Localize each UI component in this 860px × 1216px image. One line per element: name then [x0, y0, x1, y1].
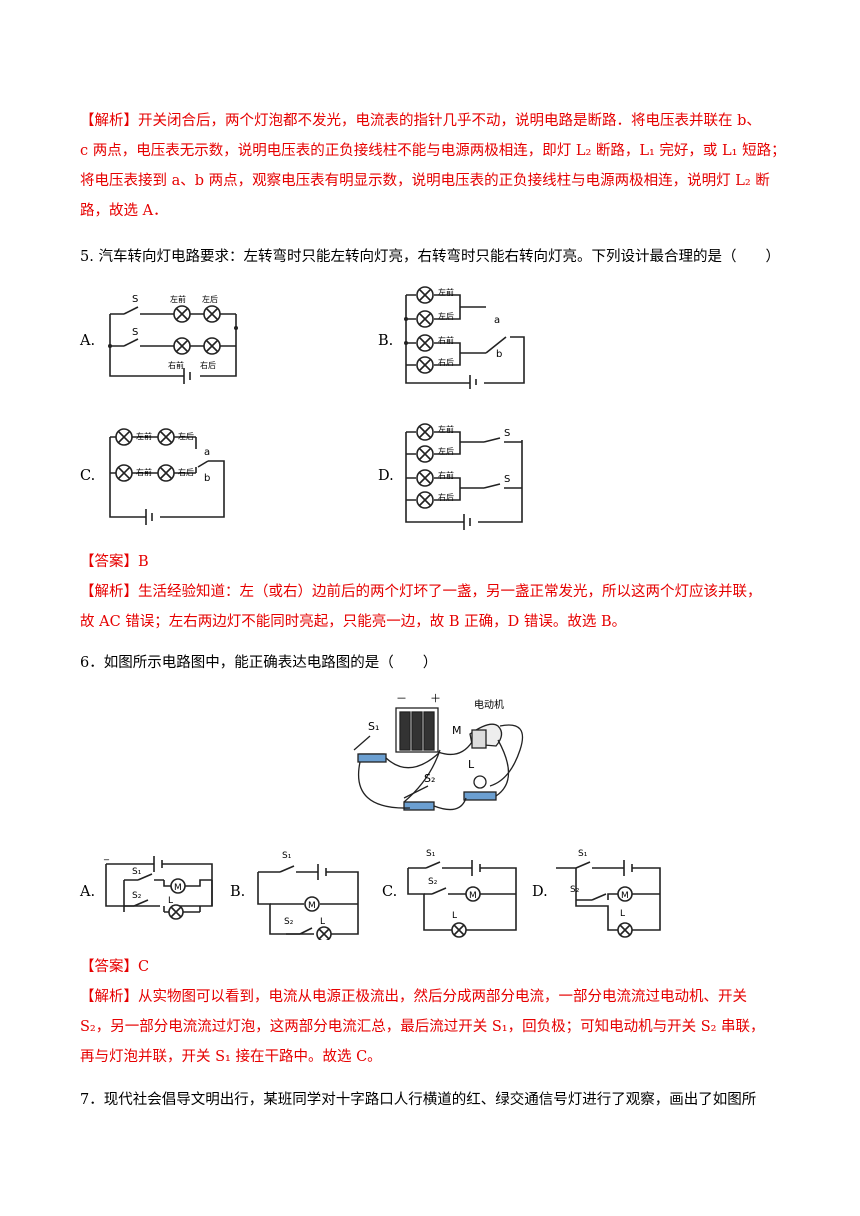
lamp-label: 右后: [438, 492, 454, 502]
contact-label: a: [204, 447, 210, 458]
s2-label: S₂: [132, 891, 142, 901]
battery-plus-label: ＋: [430, 692, 441, 705]
lamp-label: 右前: [136, 467, 152, 477]
lamp-label: 左后: [202, 294, 218, 304]
l-label: L: [452, 911, 457, 921]
q4-analysis-line: 【解析】开关闭合后，两个灯泡都不发光，电流表的指针几乎不动，说明电路是断路．将电…: [80, 113, 761, 129]
s1-label: S₁: [132, 867, 142, 877]
lamp-label: 左后: [438, 446, 454, 456]
lamp-label: 右后: [438, 357, 454, 367]
lamp-label: 左后: [438, 311, 454, 321]
lamp-label: 左前: [438, 424, 454, 434]
lamp-label: 右前: [438, 335, 454, 345]
q5-option-a-label: A.: [80, 333, 96, 349]
minus-mark: _: [103, 850, 110, 861]
q4-analysis-line: c 两点，电压表无示数，说明电压表的正负接线柱不能与电源两极相连，即灯 L₂ 断…: [80, 143, 786, 159]
q6-analysis-line: 【解析】从实物图可以看到，电流从电源正极流出，然后分成两部分电流，一部分电流流过…: [80, 989, 747, 1005]
lamp-label: 左后: [178, 431, 194, 441]
lamp-label: 右后: [200, 360, 216, 370]
q6-option-d-label: D.: [532, 884, 548, 900]
l-label: L: [620, 909, 625, 919]
lamp-label: 左前: [136, 431, 152, 441]
q5-answer: 【答案】B: [80, 554, 149, 570]
battery-minus-label: －: [396, 692, 407, 705]
l-label: L: [468, 758, 475, 771]
q5-option-b-label: B.: [378, 333, 394, 349]
switch-label: S: [132, 327, 138, 338]
q6-answer-block: 【答案】C 【解析】从实物图可以看到，电流从电源正极流出，然后分成两部分电流，一…: [80, 952, 783, 1072]
q6-option-c-label: C.: [382, 884, 398, 900]
q5-analysis-line: 故 AC 错误；左右两边灯不能同时亮起，只能亮一边，故 B 正确，D 错误。故选…: [80, 614, 627, 630]
s1-label: S₁: [426, 849, 436, 859]
q5-circuit-d: 左前 左后 右前 右后 S S: [405, 423, 523, 530]
q4-analysis: 【解析】开关闭合后，两个灯泡都不发光，电流表的指针几乎不动，说明电路是断路．将电…: [80, 106, 786, 226]
q5-stem-text: 5. 汽车转向灯电路要求：左转弯时只能左转向灯亮，右转弯时只能右转向灯亮。下列设…: [80, 249, 780, 265]
q6-circuit-b: M S₁ S₂ L: [257, 851, 359, 940]
q7-stem: 7．现代社会倡导文明出行，某班同学对十字路口人行横道的红、绿交通信号灯进行了观察…: [80, 1085, 783, 1115]
q6-circuit-a: M _ S₁ S₂ L: [103, 850, 213, 920]
motor-symbol: M: [174, 883, 182, 893]
switch-label: S: [504, 428, 510, 439]
s2-label: S₂: [428, 877, 438, 887]
l-label: L: [168, 896, 173, 906]
s1-label: S₁: [368, 720, 379, 733]
switch-label: S: [504, 474, 510, 485]
q6-physical-circuit-figure: － ＋ 电动机 M L S₁ S₂: [353, 692, 524, 811]
q7-stem-text: 7．现代社会倡导文明出行，某班同学对十字路口人行横道的红、绿交通信号灯进行了观察…: [80, 1092, 757, 1108]
q5-answer-block: 【答案】B 【解析】生活经验知道：左（或右）边前后的两个灯坏了一盏，另一盏正常发…: [80, 547, 783, 637]
s1-label: S₁: [282, 851, 292, 861]
q4-analysis-line: 路，故选 A．: [80, 203, 168, 219]
q5-option-c-label: C.: [80, 468, 96, 484]
q6-circuit-c: M S₁ S₂ L: [407, 849, 517, 938]
lamp-label: 右前: [438, 470, 454, 480]
motor-symbol: M: [621, 891, 629, 901]
lamp-label: 右后: [178, 467, 194, 477]
q6-stem-text: 6．如图所示电路图中，能正确表达电路图的是（ ）: [80, 655, 438, 671]
s2-label: S₂: [424, 772, 435, 785]
q6-analysis-line: 再与灯泡并联，开关 S₁ 接在干路中。故选 C。: [80, 1049, 382, 1065]
q5-circuit-a: S S 左前 左后 右前 右后: [108, 294, 238, 384]
contact-label: b: [204, 473, 210, 484]
contact-label: b: [496, 349, 502, 360]
s2-label: S₂: [284, 917, 294, 927]
q6-stem: 6．如图所示电路图中，能正确表达电路图的是（ ）: [80, 648, 783, 678]
lamp-label: 左前: [438, 287, 454, 297]
q6-answer: 【答案】C: [80, 959, 150, 975]
s1-label: S₁: [578, 849, 588, 859]
q6-analysis-line: S₂，另一部分电流流过灯泡，这两部分电流汇总，最后流过开关 S₁，回负极；可知电…: [80, 1019, 765, 1035]
lamp-label: 左前: [170, 294, 186, 304]
lamp-label: 右前: [168, 360, 184, 370]
q6-circuit-d: M S₁ S₂ L: [556, 849, 661, 938]
l-label: L: [320, 917, 325, 927]
q5-analysis-line: 【解析】生活经验知道：左（或右）边前后的两个灯坏了一盏，另一盏正常发光，所以这两…: [80, 584, 762, 600]
contact-label: a: [494, 315, 500, 326]
q6-option-a-label: A.: [80, 884, 96, 900]
q5-circuit-b: 左前 左后 右前 右后 a b: [404, 286, 525, 389]
m-label: M: [452, 724, 462, 737]
switch-label: S: [132, 294, 138, 305]
motor-symbol: M: [308, 901, 316, 911]
motor-label: 电动机: [474, 698, 504, 711]
q5-option-d-label: D.: [378, 468, 394, 484]
motor-symbol: M: [469, 891, 477, 901]
s2-label: S₂: [570, 885, 580, 895]
q5-circuit-c: 左前 左后 右前 右后 a b: [109, 428, 225, 525]
q6-option-b-label: B.: [230, 884, 246, 900]
q4-analysis-line: 将电压表接到 a、b 两点，观察电压表有明显示数，说明电压表的正负接线柱与电源两…: [80, 173, 770, 189]
q5-stem: 5. 汽车转向灯电路要求：左转弯时只能左转向灯亮，右转弯时只能右转向灯亮。下列设…: [80, 242, 783, 272]
